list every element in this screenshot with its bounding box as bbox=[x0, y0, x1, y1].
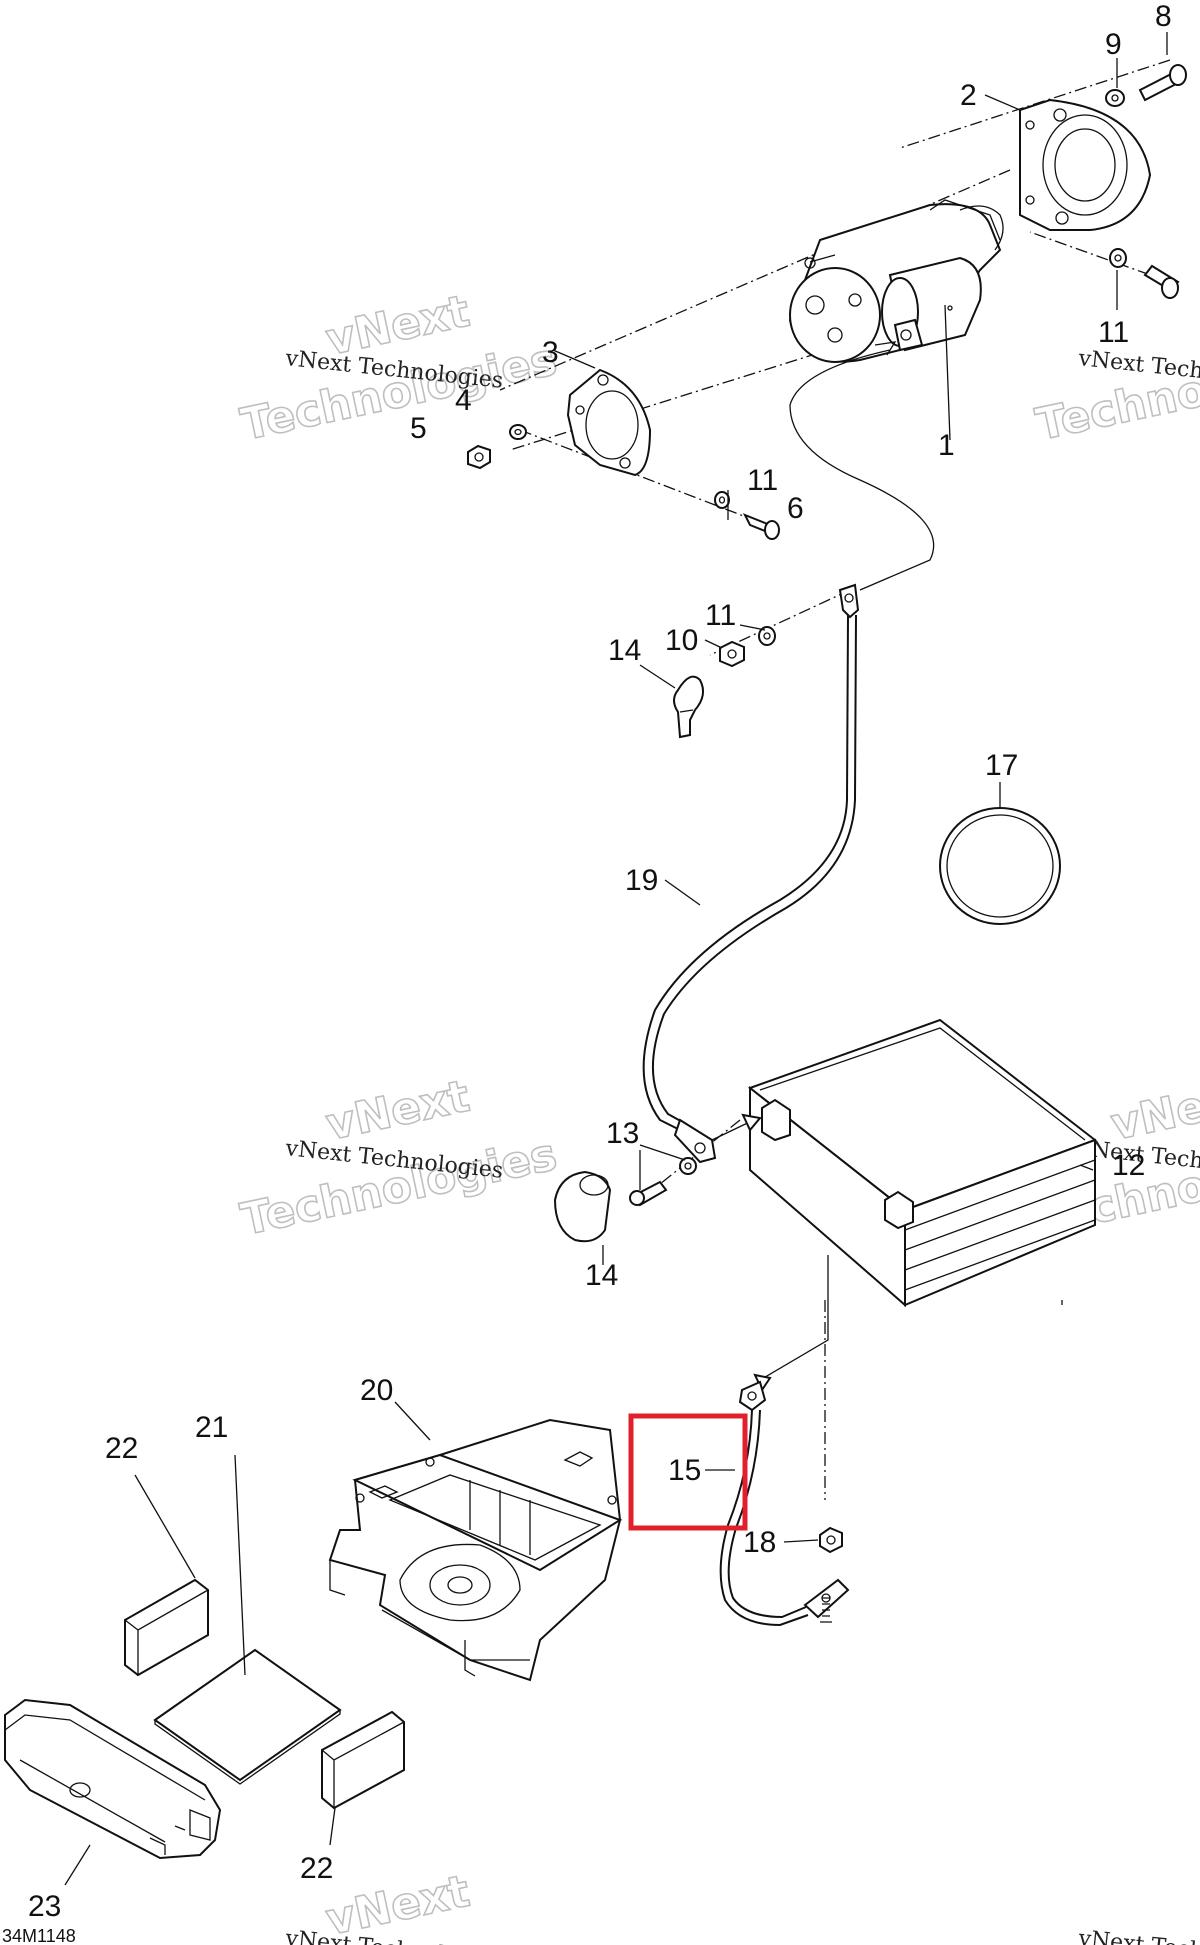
washer-11-lower[interactable] bbox=[758, 626, 776, 646]
watermark-bottom: vNext vNext Technologies vNext Technolog… bbox=[283, 1865, 1200, 1945]
callout-11[interactable]: 11 bbox=[705, 599, 736, 632]
callout-23[interactable]: 23 bbox=[28, 1890, 61, 1923]
terminal-cap-14-lower[interactable] bbox=[553, 1170, 612, 1243]
watermark-vnext-outline: vNext bbox=[322, 1071, 474, 1151]
callout-12[interactable]: 12 bbox=[1112, 1149, 1145, 1182]
starter-lead bbox=[789, 349, 935, 591]
starter-motor[interactable] bbox=[788, 199, 1004, 363]
arrow-head bbox=[874, 341, 897, 356]
bolt-8[interactable] bbox=[1138, 64, 1187, 102]
callout-19[interactable]: 19 bbox=[625, 864, 658, 897]
callout-20[interactable]: 20 bbox=[360, 1374, 393, 1407]
highlight-box-15 bbox=[628, 1413, 748, 1531]
callout-18[interactable]: 18 bbox=[743, 1526, 776, 1559]
watermark-middle-left: vNext Technologies vNext Technologies bbox=[236, 1070, 562, 1247]
nut-18[interactable] bbox=[819, 1526, 843, 1554]
o-ring-17[interactable] bbox=[939, 807, 1061, 925]
battery-tray-20[interactable] bbox=[328, 1418, 623, 1682]
callout-9[interactable]: 9 bbox=[1105, 28, 1122, 61]
callout-22[interactable]: 22 bbox=[105, 1432, 138, 1465]
positive-cable-19[interactable] bbox=[642, 583, 860, 1164]
stud bbox=[820, 1597, 832, 1623]
callout-5[interactable]: 5 bbox=[410, 412, 427, 445]
arrow-head bbox=[741, 1113, 762, 1132]
callout-1[interactable]: 1 bbox=[938, 429, 955, 462]
callouts: 8 9 2 11 1 3 4 5 11 6 11 10 14 17 19 13 … bbox=[28, 0, 1172, 1923]
pad-22-lower[interactable] bbox=[321, 1710, 405, 1810]
negative-cable-15[interactable] bbox=[719, 1255, 850, 1627]
pad-22-upper[interactable] bbox=[124, 1578, 209, 1677]
screw-13[interactable] bbox=[629, 1157, 697, 1207]
washer-11-right[interactable] bbox=[1109, 248, 1127, 268]
watermark-vnext-outline: vNext bbox=[1107, 1071, 1200, 1151]
rear-bracket[interactable] bbox=[1019, 98, 1152, 231]
callout-10[interactable]: 10 bbox=[665, 624, 698, 657]
front-bracket[interactable] bbox=[566, 368, 652, 477]
callout-4[interactable]: 4 bbox=[455, 384, 472, 417]
watermark-top-right: Technologies vNext Technologies bbox=[1031, 333, 1200, 451]
washer-4[interactable] bbox=[509, 424, 527, 440]
washer-11-mid[interactable] bbox=[714, 491, 730, 509]
diagram-reference: 34M1148 bbox=[2, 1926, 76, 1945]
terminal-cap-14-upper[interactable] bbox=[673, 675, 705, 739]
callout-3[interactable]: 3 bbox=[542, 336, 559, 369]
callout-14[interactable]: 14 bbox=[585, 1259, 618, 1292]
sheet-21[interactable] bbox=[153, 1648, 342, 1785]
leader-lines bbox=[64, 32, 1168, 1886]
battery-12[interactable] bbox=[747, 1018, 1098, 1308]
callout-8[interactable]: 8 bbox=[1155, 0, 1172, 33]
callout-14[interactable]: 14 bbox=[608, 634, 641, 667]
nut-10[interactable] bbox=[719, 640, 745, 668]
bolt-7[interactable] bbox=[1143, 264, 1180, 299]
callout-21[interactable]: 21 bbox=[195, 1411, 228, 1444]
bolt-6[interactable] bbox=[742, 513, 780, 540]
callout-15[interactable]: 15 bbox=[668, 1454, 701, 1487]
cover-23[interactable] bbox=[4, 1698, 222, 1860]
nut-5[interactable] bbox=[467, 444, 491, 470]
callout-17[interactable]: 17 bbox=[985, 749, 1018, 782]
callout-2[interactable]: 2 bbox=[960, 79, 977, 112]
callout-6[interactable]: 6 bbox=[787, 492, 804, 525]
callout-11[interactable]: 11 bbox=[1098, 316, 1129, 349]
washer-9[interactable] bbox=[1105, 89, 1125, 107]
callout-11[interactable]: 11 bbox=[747, 464, 778, 497]
callout-22[interactable]: 22 bbox=[300, 1852, 333, 1885]
callout-13[interactable]: 13 bbox=[606, 1117, 639, 1150]
watermark-text: vNext Technologies bbox=[1076, 1926, 1200, 1945]
